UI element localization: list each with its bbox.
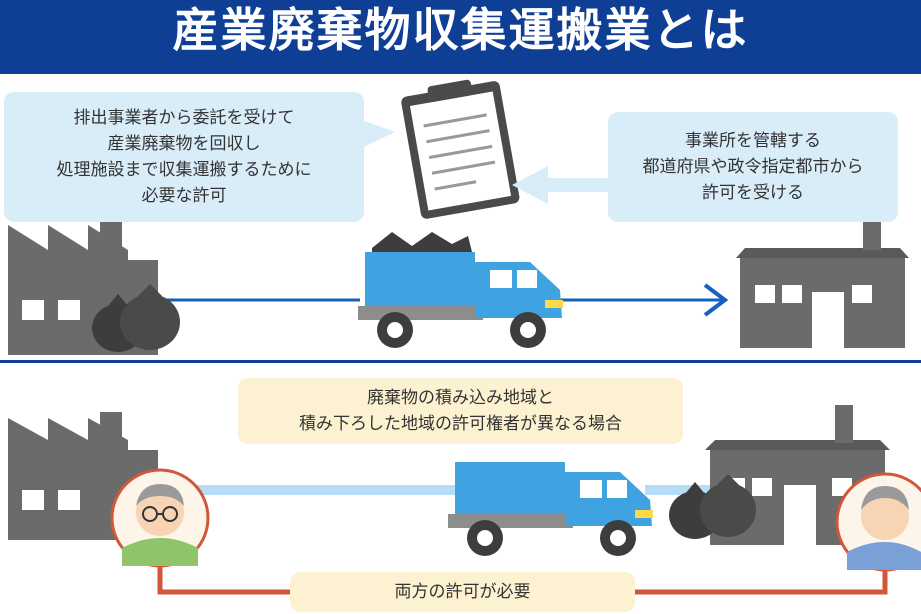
- person-glasses-icon: [110, 468, 210, 568]
- dump-truck-icon: [448, 462, 653, 556]
- right-bubble-line: 許可を受ける: [702, 183, 804, 203]
- right-info-bubble: 事業所を管轄する 都道府県や政令指定都市から 許可を受ける: [608, 112, 898, 222]
- page-title: 産業廃棄物収集運搬業とは: [172, 3, 749, 57]
- header-bar: [0, 0, 921, 74]
- office-building-icon: [736, 215, 909, 348]
- condition-note-line: 積み下ろした地域の許可権者が異なる場合: [299, 414, 622, 434]
- arrow-right-icon: [703, 283, 729, 317]
- garbage-bag-icon: [92, 284, 180, 352]
- requirement-label: 両方の許可が必要: [394, 582, 531, 602]
- left-bubble-line: 排出事業者から委託を受けて: [73, 108, 295, 128]
- left-bubble-line: 必要な許可: [141, 186, 227, 206]
- left-bubble-line: 処理施設まで収集運搬するために: [56, 160, 312, 180]
- dump-truck-icon: [358, 232, 563, 348]
- clipboard-icon: [401, 79, 520, 219]
- condition-note-line: 廃棄物の積み込み地域と: [367, 388, 554, 408]
- left-bubble-line: 産業廃棄物を回収し: [107, 134, 261, 154]
- left-info-bubble: 排出事業者から委託を受けて 産業廃棄物を回収し 処理施設まで収集運搬するために …: [4, 92, 364, 222]
- garbage-bag-icon: [669, 474, 756, 539]
- right-bubble-line: 都道府県や政令指定都市から: [642, 157, 864, 177]
- requirement-label-box: 両方の許可が必要: [290, 572, 635, 612]
- section-divider: [0, 360, 921, 363]
- right-bubble-line: 事業所を管轄する: [685, 131, 821, 151]
- arrow-left-light-icon: [512, 166, 612, 204]
- condition-note: 廃棄物の積み込み地域と 積み下ろした地域の許可権者が異なる場合: [238, 378, 683, 444]
- person-icon: [835, 472, 921, 572]
- factory-icon: [8, 412, 158, 540]
